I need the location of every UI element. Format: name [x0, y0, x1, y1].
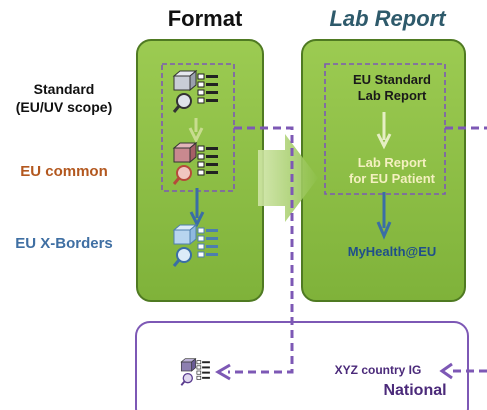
magnifier-icon: [180, 372, 194, 386]
eu-common-spec-icon: [172, 141, 218, 185]
format-to-national-arrowhead: [215, 363, 231, 381]
format-header: Format: [167, 6, 243, 31]
format-xborder-arrow: [189, 188, 205, 228]
eu-xborders-spec-icon: [172, 223, 218, 267]
eu-standard-lab-report-label: EU Standard Lab Report: [352, 72, 431, 103]
magnifier-icon: [172, 93, 192, 113]
format-to-national-dashed-arrow: [228, 126, 294, 374]
format-refine-arrow: [188, 118, 204, 144]
standard-row-label: Standard (EU/UV scope): [15, 81, 113, 115]
national-label: National: [383, 382, 447, 399]
eu-common-row-label: EU common: [20, 163, 108, 180]
checklist-icon: [197, 227, 218, 258]
checklist-icon: [197, 73, 218, 104]
eu-xborders-row-label: EU X-Borders: [15, 235, 113, 252]
magnifier-icon: [172, 247, 192, 267]
magnifier-icon: [172, 165, 192, 185]
lab-myhealth-arrow: [376, 192, 392, 240]
spec-stack-icon: [172, 141, 198, 164]
ig-arrowhead: [439, 362, 453, 380]
spec-stack-icon: [172, 223, 198, 246]
checklist-icon: [196, 360, 210, 380]
xyz-country-ig-label: XYZ country IG: [334, 363, 422, 377]
checklist-icon: [197, 145, 218, 176]
myhealth-eu-label: MyHealth@EU: [347, 244, 437, 259]
lab-report-eu-patient-label: Lab Report for EU Patient: [349, 155, 435, 186]
big-transform-arrow: [258, 134, 318, 222]
lab-report-header: Lab Report: [329, 6, 446, 31]
spec-stack-icon: [180, 357, 197, 372]
standard-spec-icon: [172, 69, 218, 113]
national-spec-icon: [180, 357, 210, 386]
lab-refine-arrow: [376, 112, 392, 150]
spec-stack-icon: [172, 69, 198, 92]
